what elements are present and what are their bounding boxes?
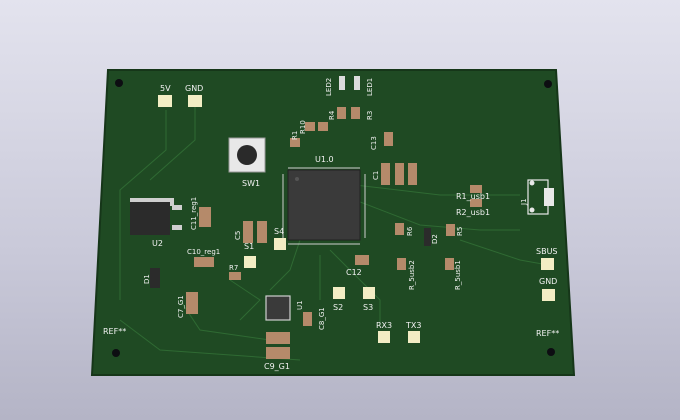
pcb-traces [119, 105, 549, 361]
pad-s3 [363, 287, 375, 299]
label-c12: C12 [346, 268, 362, 277]
led2-component [339, 76, 345, 90]
label-5v: 5V [160, 84, 171, 93]
r-small-component [290, 138, 300, 147]
pad-gnd [188, 95, 202, 107]
label-c8-g1: C8_G1 [318, 307, 326, 330]
label-c13: C13 [370, 136, 378, 150]
c10-reg1-component [194, 257, 214, 267]
label-r6: R6 [406, 226, 414, 236]
pad-s4 [274, 238, 286, 250]
label-r-5usb2: R_5usb2 [408, 260, 416, 290]
label-rx3: RX3 [376, 321, 392, 330]
pad-tx3 [408, 331, 420, 343]
c13-component [384, 132, 393, 146]
label-r1-top: R1 [291, 131, 299, 140]
d1-component [150, 268, 160, 288]
pad-rx3 [378, 331, 390, 343]
label-j1: J1 [520, 198, 528, 206]
r7-component [229, 272, 241, 280]
j1-hole-icon [529, 207, 535, 213]
label-tx3: TX3 [405, 321, 421, 330]
label-d1: D1 [143, 274, 151, 284]
ic-u1 [265, 295, 291, 321]
d2-component [424, 228, 431, 246]
label-r4: R4 [328, 110, 336, 120]
label-led1: LED1 [366, 78, 374, 96]
label-u1: U1 [296, 300, 304, 310]
r4-component [337, 107, 346, 119]
label-c7-g1: C7_G1 [177, 295, 185, 318]
label-r5: R5 [456, 227, 464, 236]
label-ref-left: REF** [103, 327, 126, 336]
j1-hole-icon [529, 180, 535, 186]
label-r10: R10 [299, 120, 307, 134]
regulator-pin [172, 225, 182, 230]
mounting-hole-icon [115, 79, 123, 87]
led1-component [354, 76, 360, 90]
label-c11-reg1: C11_reg1 [190, 197, 198, 230]
r1-component [318, 122, 328, 131]
pad-s1 [244, 256, 256, 268]
pin1-marker-icon [295, 177, 299, 181]
label-gnd-right: GND [539, 277, 557, 286]
mounting-hole-icon [112, 349, 120, 357]
c1-component-b [395, 163, 404, 185]
r-5usb1-component [445, 258, 454, 270]
label-u1-0: U1.0 [315, 155, 334, 164]
c11-reg1-component [199, 207, 211, 227]
label-sbus: SBUS [536, 247, 558, 256]
label-r1-usb1: R1_usb1 [456, 192, 490, 201]
regulator-pin [172, 205, 182, 210]
label-d2: D2 [431, 234, 439, 244]
r-5usb2-component [397, 258, 406, 270]
label-s3: S3 [363, 303, 373, 312]
label-c1: C1 [372, 171, 380, 180]
pad-5v [158, 95, 172, 107]
pad-sbus [541, 258, 554, 270]
r1-usb1-component [470, 185, 482, 193]
label-c9-g1: C9_G1 [264, 362, 290, 371]
pad-s2 [333, 287, 345, 299]
r3-component [351, 107, 360, 119]
c7-g1-component [186, 292, 198, 314]
label-gnd: GND [185, 84, 203, 93]
label-r3: R3 [366, 111, 374, 120]
r6-component [395, 223, 404, 235]
regulator-u2 [130, 202, 170, 235]
c1-component-c [408, 163, 417, 185]
c1-component-a [381, 163, 390, 185]
c9-g1-component [266, 332, 290, 344]
label-s4: S4 [274, 227, 284, 236]
c5-component [243, 221, 253, 243]
label-sw1: SW1 [242, 179, 260, 188]
label-r7: R7 [229, 264, 238, 272]
c9-g1-component-b [266, 347, 290, 359]
label-c5: C5 [234, 231, 242, 240]
r5-component [446, 224, 455, 236]
label-led2: LED2 [325, 78, 333, 96]
label-u2: U2 [152, 239, 163, 248]
mounting-hole-icon [544, 80, 552, 88]
mcu-u1-0 [287, 169, 361, 241]
r2-usb1-component [470, 199, 482, 207]
mounting-hole-icon [547, 348, 555, 356]
r10-component [305, 122, 315, 131]
label-r-5usb1: R_5usb1 [454, 260, 462, 290]
mcu-pins [282, 167, 366, 245]
j1-pad [544, 188, 554, 206]
c8-g1-component [303, 312, 312, 326]
label-c10-reg1: C10_reg1 [187, 248, 220, 256]
label-s2: S2 [333, 303, 343, 312]
label-r2-usb1: R2_usb1 [456, 208, 490, 217]
sw1-button-icon [237, 145, 257, 165]
c12-component [355, 255, 369, 265]
label-s1: S1 [244, 242, 254, 251]
c5-component-b [257, 221, 267, 243]
label-ref-right: REF** [536, 329, 559, 338]
pad-gnd-right [542, 289, 555, 301]
